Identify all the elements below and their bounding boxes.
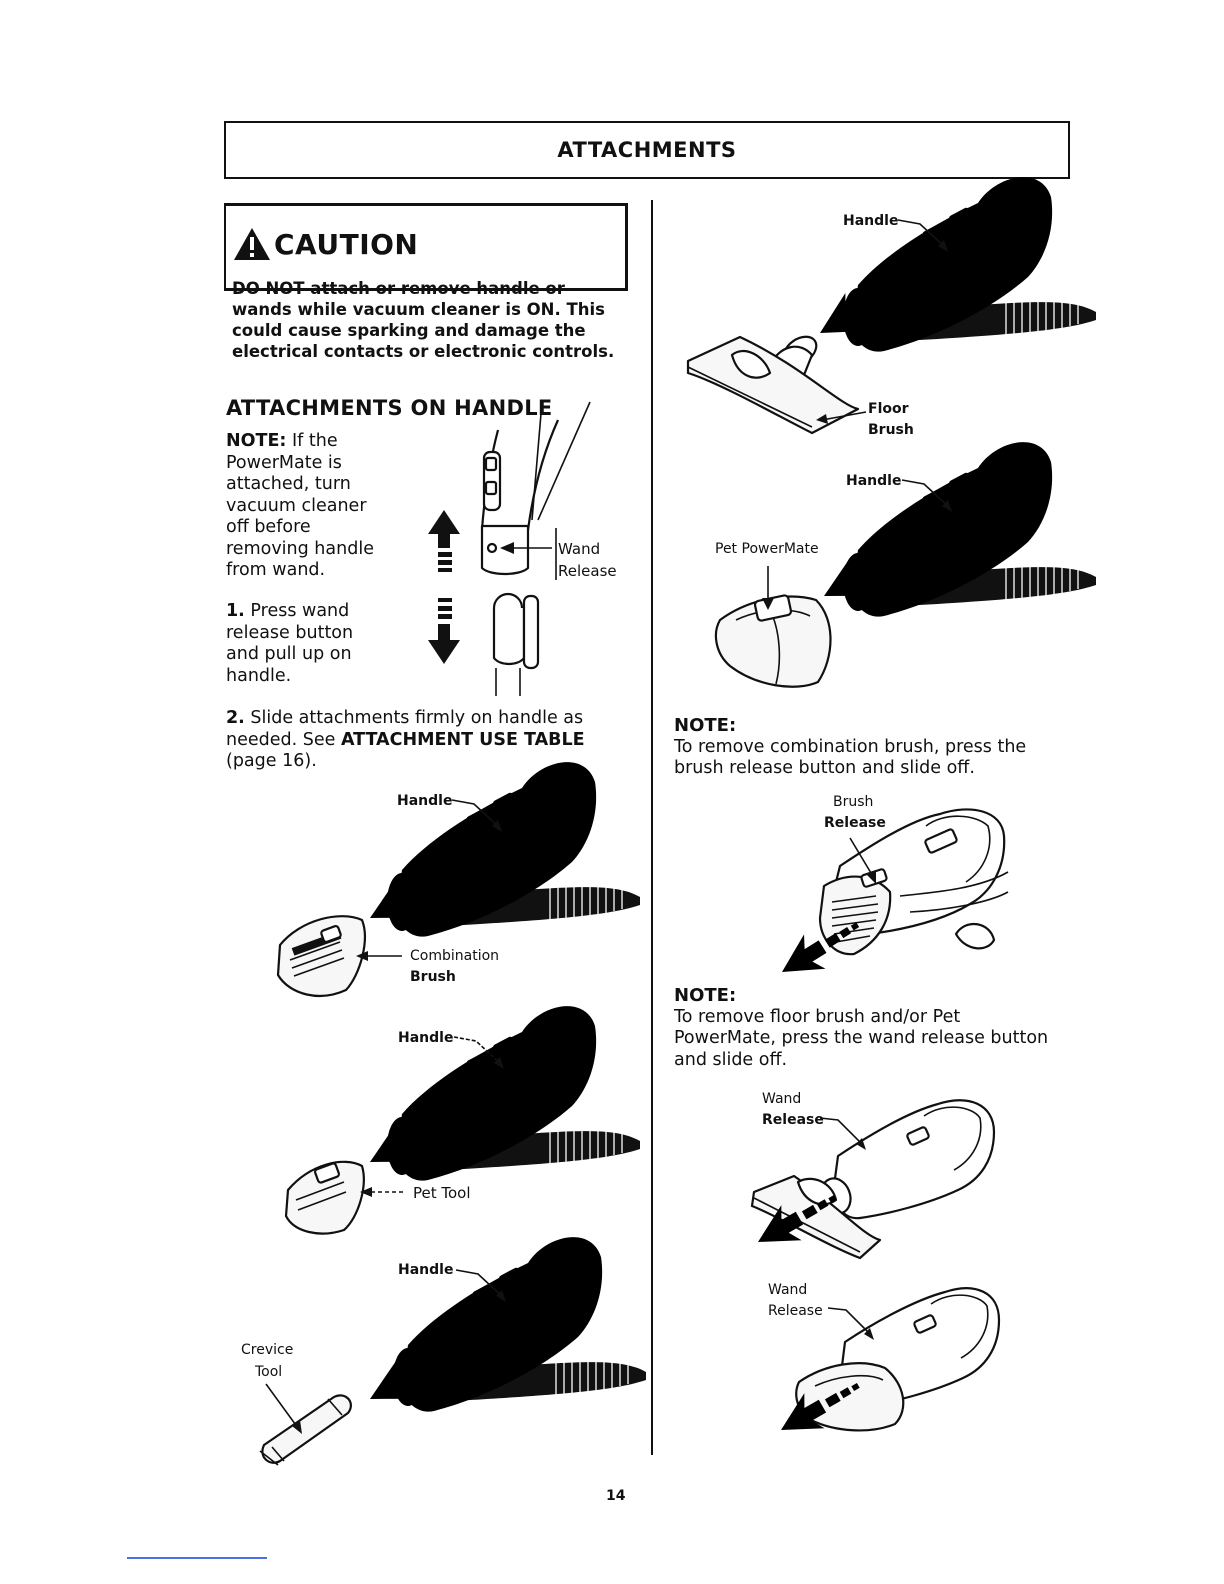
caution-text: DO NOT attach or remove handle or wands …: [232, 279, 615, 361]
label-pet-tool: Pet Tool: [413, 1184, 471, 1202]
pet-powermate-illustration: [714, 441, 1097, 688]
label-brush-2: Brush: [868, 422, 914, 438]
column-divider: [651, 200, 653, 1455]
label-release-3: Release: [762, 1112, 824, 1128]
note-combination-brush: NOTE: To remove combination brush, press…: [674, 715, 1027, 778]
label-brush-3: Brush: [833, 794, 874, 810]
note-floor-brush: NOTE: To remove floor brush and/or Pet P…: [674, 985, 1049, 1070]
page-title: ATTACHMENTS: [557, 138, 737, 162]
label-release: Release: [558, 562, 617, 580]
label-handle-3: Handle: [398, 1262, 454, 1278]
label-pet-powermate: Pet PowerMate: [715, 541, 819, 557]
combination-brush-illustration: [276, 761, 641, 997]
floor-brush-illustration: [686, 176, 1097, 435]
label-handle-5: Handle: [846, 473, 902, 489]
wand-release-illustration: [428, 401, 591, 696]
pet-tool-illustration: [284, 1005, 641, 1235]
footer-link-underline[interactable]: [127, 1557, 267, 1559]
label-release-2: Release: [824, 815, 886, 831]
label-combination: Combination: [410, 948, 500, 964]
label-floor: Floor: [868, 401, 909, 417]
brush-release-illustration: [771, 808, 1009, 990]
caution-word: CAUTION: [274, 227, 419, 261]
label-handle-1: Handle: [397, 793, 453, 809]
label-wand-2: Wand: [762, 1091, 802, 1107]
page-number: 14: [606, 1488, 626, 1504]
label-wand: Wand: [558, 540, 601, 558]
attachments-banner: ATTACHMENTS: [224, 121, 1070, 179]
label-wand-3: Wand: [768, 1282, 808, 1298]
label-tool: Tool: [255, 1364, 283, 1380]
label-handle-2: Handle: [398, 1030, 454, 1046]
caution-heading: CAUTION: [232, 226, 418, 262]
label-brush-1: Brush: [410, 969, 456, 985]
warning-triangle-icon: [234, 228, 270, 260]
caution-box: [224, 203, 628, 291]
pet-powermate-removal-illustration: [770, 1287, 1001, 1448]
section-title: ATTACHMENTS ON HANDLE: [226, 396, 553, 420]
step-1: 1. Press wand release button and pull up…: [226, 601, 354, 686]
label-handle-4: Handle: [843, 213, 899, 229]
note-powermate: NOTE: If the PowerMate is attached, turn…: [226, 431, 374, 580]
crevice-tool-illustration: [259, 1236, 647, 1466]
step-2: 2. Slide attachments firmly on handle as…: [226, 708, 585, 771]
label-crevice: Crevice: [241, 1342, 294, 1358]
floor-brush-removal-illustration: [747, 1099, 996, 1260]
label-release-4: Release: [768, 1303, 823, 1319]
